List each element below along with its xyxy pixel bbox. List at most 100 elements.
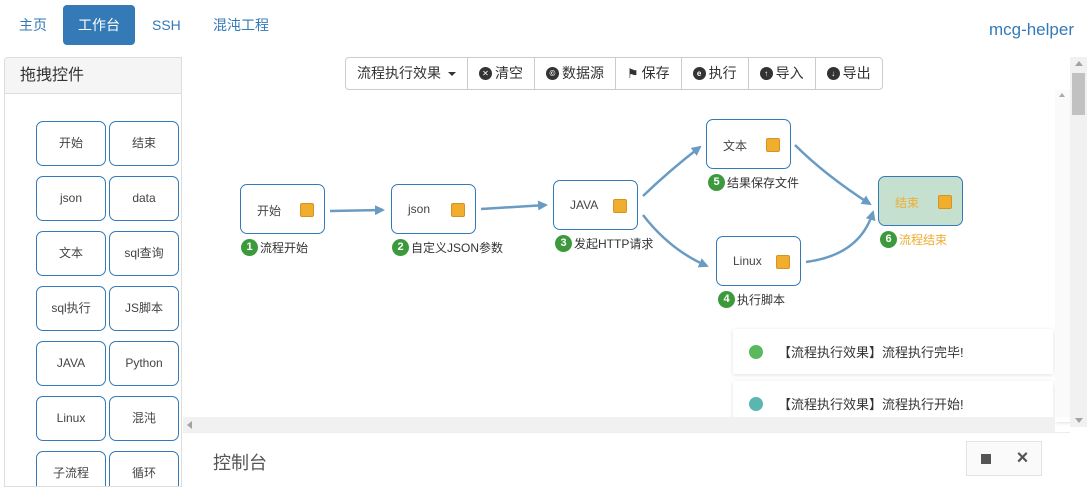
control-subflow[interactable]: 子流程 xyxy=(36,451,106,486)
notification-text: 【流程执行效果】流程执行完毕! xyxy=(778,345,964,360)
control-js-script[interactable]: JS脚本 xyxy=(109,286,179,331)
node-port[interactable] xyxy=(451,203,465,217)
clear-button[interactable]: ✕ 清空 xyxy=(467,58,534,89)
step-badge: 6 xyxy=(880,231,897,248)
copyright-icon: © xyxy=(546,67,559,80)
flow-node-java[interactable]: JAVA xyxy=(553,180,638,230)
notification-finished: 【流程执行效果】流程执行完毕! xyxy=(733,329,1053,374)
scroll-up-icon[interactable] xyxy=(1059,93,1065,97)
vertical-scrollbar[interactable] xyxy=(1070,57,1087,427)
datasource-label: 数据源 xyxy=(562,65,604,81)
node-caption-java: 3 发起HTTP请求 xyxy=(555,235,653,252)
control-java[interactable]: JAVA xyxy=(36,341,106,386)
clear-icon: ✕ xyxy=(479,67,492,80)
control-chaos[interactable]: 混沌 xyxy=(109,396,179,441)
node-port[interactable] xyxy=(938,195,952,209)
nav-item-workbench[interactable]: 工作台 xyxy=(63,5,135,45)
brand-title: mcg-helper xyxy=(988,20,1074,39)
control-loop[interactable]: 循环 xyxy=(109,451,179,486)
node-caption-text: 流程结束 xyxy=(899,233,948,247)
flow-toolbar: 流程执行效果 ✕ 清空 © 数据源 ⚑ 保存 e 执行 ↑ 导入 ↓ 导出 xyxy=(345,57,883,90)
control-sql-query[interactable]: sql查询 xyxy=(109,231,179,276)
node-port[interactable] xyxy=(613,199,627,213)
flow-node-end[interactable]: 结束 xyxy=(878,176,963,226)
datasource-button[interactable]: © 数据源 xyxy=(534,58,615,89)
scroll-left-icon[interactable] xyxy=(187,421,192,429)
step-badge: 5 xyxy=(708,174,725,191)
close-icon: × xyxy=(1016,447,1029,469)
scroll-thumb[interactable] xyxy=(1072,73,1085,115)
step-badge: 2 xyxy=(392,239,409,256)
control-text[interactable]: 文本 xyxy=(36,231,106,276)
nav-item-ssh[interactable]: SSH xyxy=(152,17,181,33)
node-label: 结束 xyxy=(895,196,920,210)
node-port[interactable] xyxy=(776,255,790,269)
node-port[interactable] xyxy=(300,203,314,217)
flow-node-start[interactable]: 开始 xyxy=(240,184,325,234)
node-caption-linux: 4 执行脚本 xyxy=(718,291,785,308)
console-close-button[interactable]: × xyxy=(1004,442,1041,475)
node-caption-json: 2 自定义JSON参数 xyxy=(392,239,503,256)
import-button[interactable]: ↑ 导入 xyxy=(747,58,815,89)
clear-label: 清空 xyxy=(495,65,523,81)
flow-select-label: 流程执行效果 xyxy=(357,65,441,81)
caret-down-icon xyxy=(448,71,456,76)
step-badge: 1 xyxy=(241,239,258,256)
execute-label: 执行 xyxy=(708,65,737,81)
flow-select-dropdown[interactable]: 流程执行效果 xyxy=(346,58,467,89)
node-caption-text: 5 结果保存文件 xyxy=(708,174,799,191)
step-badge: 3 xyxy=(555,235,572,252)
control-python[interactable]: Python xyxy=(109,341,179,386)
node-label: Linux xyxy=(733,254,762,268)
drag-controls-panel: 拖拽控件 开始 结束 json data 文本 sql查询 sql执行 JS脚本… xyxy=(4,57,182,487)
save-button[interactable]: ⚑ 保存 xyxy=(615,58,681,89)
console-panel: 控制台 xyxy=(183,432,1070,476)
node-label: json xyxy=(408,202,431,216)
control-linux[interactable]: Linux xyxy=(36,396,106,441)
console-stop-button[interactable] xyxy=(967,442,1004,475)
control-start[interactable]: 开始 xyxy=(36,121,106,166)
node-caption-end: 6 流程结束 xyxy=(880,231,947,248)
flow-node-text[interactable]: 文本 xyxy=(706,119,791,169)
execute-button[interactable]: e 执行 xyxy=(680,58,748,89)
flag-icon: ⚑ xyxy=(627,66,639,81)
node-caption-text: 执行脚本 xyxy=(737,293,786,307)
node-label: 文本 xyxy=(723,139,748,153)
node-port[interactable] xyxy=(766,138,780,152)
flow-node-json[interactable]: json xyxy=(391,184,476,234)
node-label: 开始 xyxy=(257,204,282,218)
nav-item-home[interactable]: 主页 xyxy=(19,17,47,33)
control-end[interactable]: 结束 xyxy=(109,121,179,166)
stop-icon xyxy=(980,453,991,464)
control-sql-exec[interactable]: sql执行 xyxy=(36,286,106,331)
step-badge: 4 xyxy=(718,291,735,308)
node-caption-text-label: 结果保存文件 xyxy=(727,176,800,190)
control-json[interactable]: json xyxy=(36,176,106,221)
execute-icon: e xyxy=(692,67,706,80)
scroll-up-icon[interactable] xyxy=(1075,61,1083,66)
drag-controls-title: 拖拽控件 xyxy=(5,58,181,94)
arrow-down-circle-icon: ↓ xyxy=(826,67,840,80)
status-dot-icon xyxy=(749,344,763,359)
node-caption-text: 自定义JSON参数 xyxy=(411,241,504,255)
node-caption-start: 1 流程开始 xyxy=(241,239,308,256)
node-caption-text: 发起HTTP请求 xyxy=(574,237,654,251)
status-dot-icon xyxy=(749,396,763,411)
arrow-up-circle-icon: ↑ xyxy=(759,67,773,80)
flow-node-linux[interactable]: Linux xyxy=(716,236,801,286)
export-button[interactable]: ↓ 导出 xyxy=(814,58,882,89)
console-title: 控制台 xyxy=(213,453,267,473)
nav-item-chaos[interactable]: 混沌工程 xyxy=(213,17,269,33)
horizontal-scrollbar[interactable] xyxy=(183,417,1055,432)
console-actions: × xyxy=(966,441,1042,476)
top-nav: 主页 工作台 SSH 混沌工程 mcg-helper xyxy=(0,0,1090,50)
save-label: 保存 xyxy=(641,65,670,81)
notification-text: 【流程执行效果】流程执行开始! xyxy=(778,397,964,412)
node-caption-text: 流程开始 xyxy=(260,241,309,255)
scroll-down-icon[interactable] xyxy=(1075,418,1083,423)
export-label: 导出 xyxy=(842,65,871,81)
import-label: 导入 xyxy=(775,65,804,81)
control-data[interactable]: data xyxy=(109,176,179,221)
canvas-inner-scrollbar[interactable] xyxy=(1055,90,1070,417)
node-label: JAVA xyxy=(570,198,599,212)
